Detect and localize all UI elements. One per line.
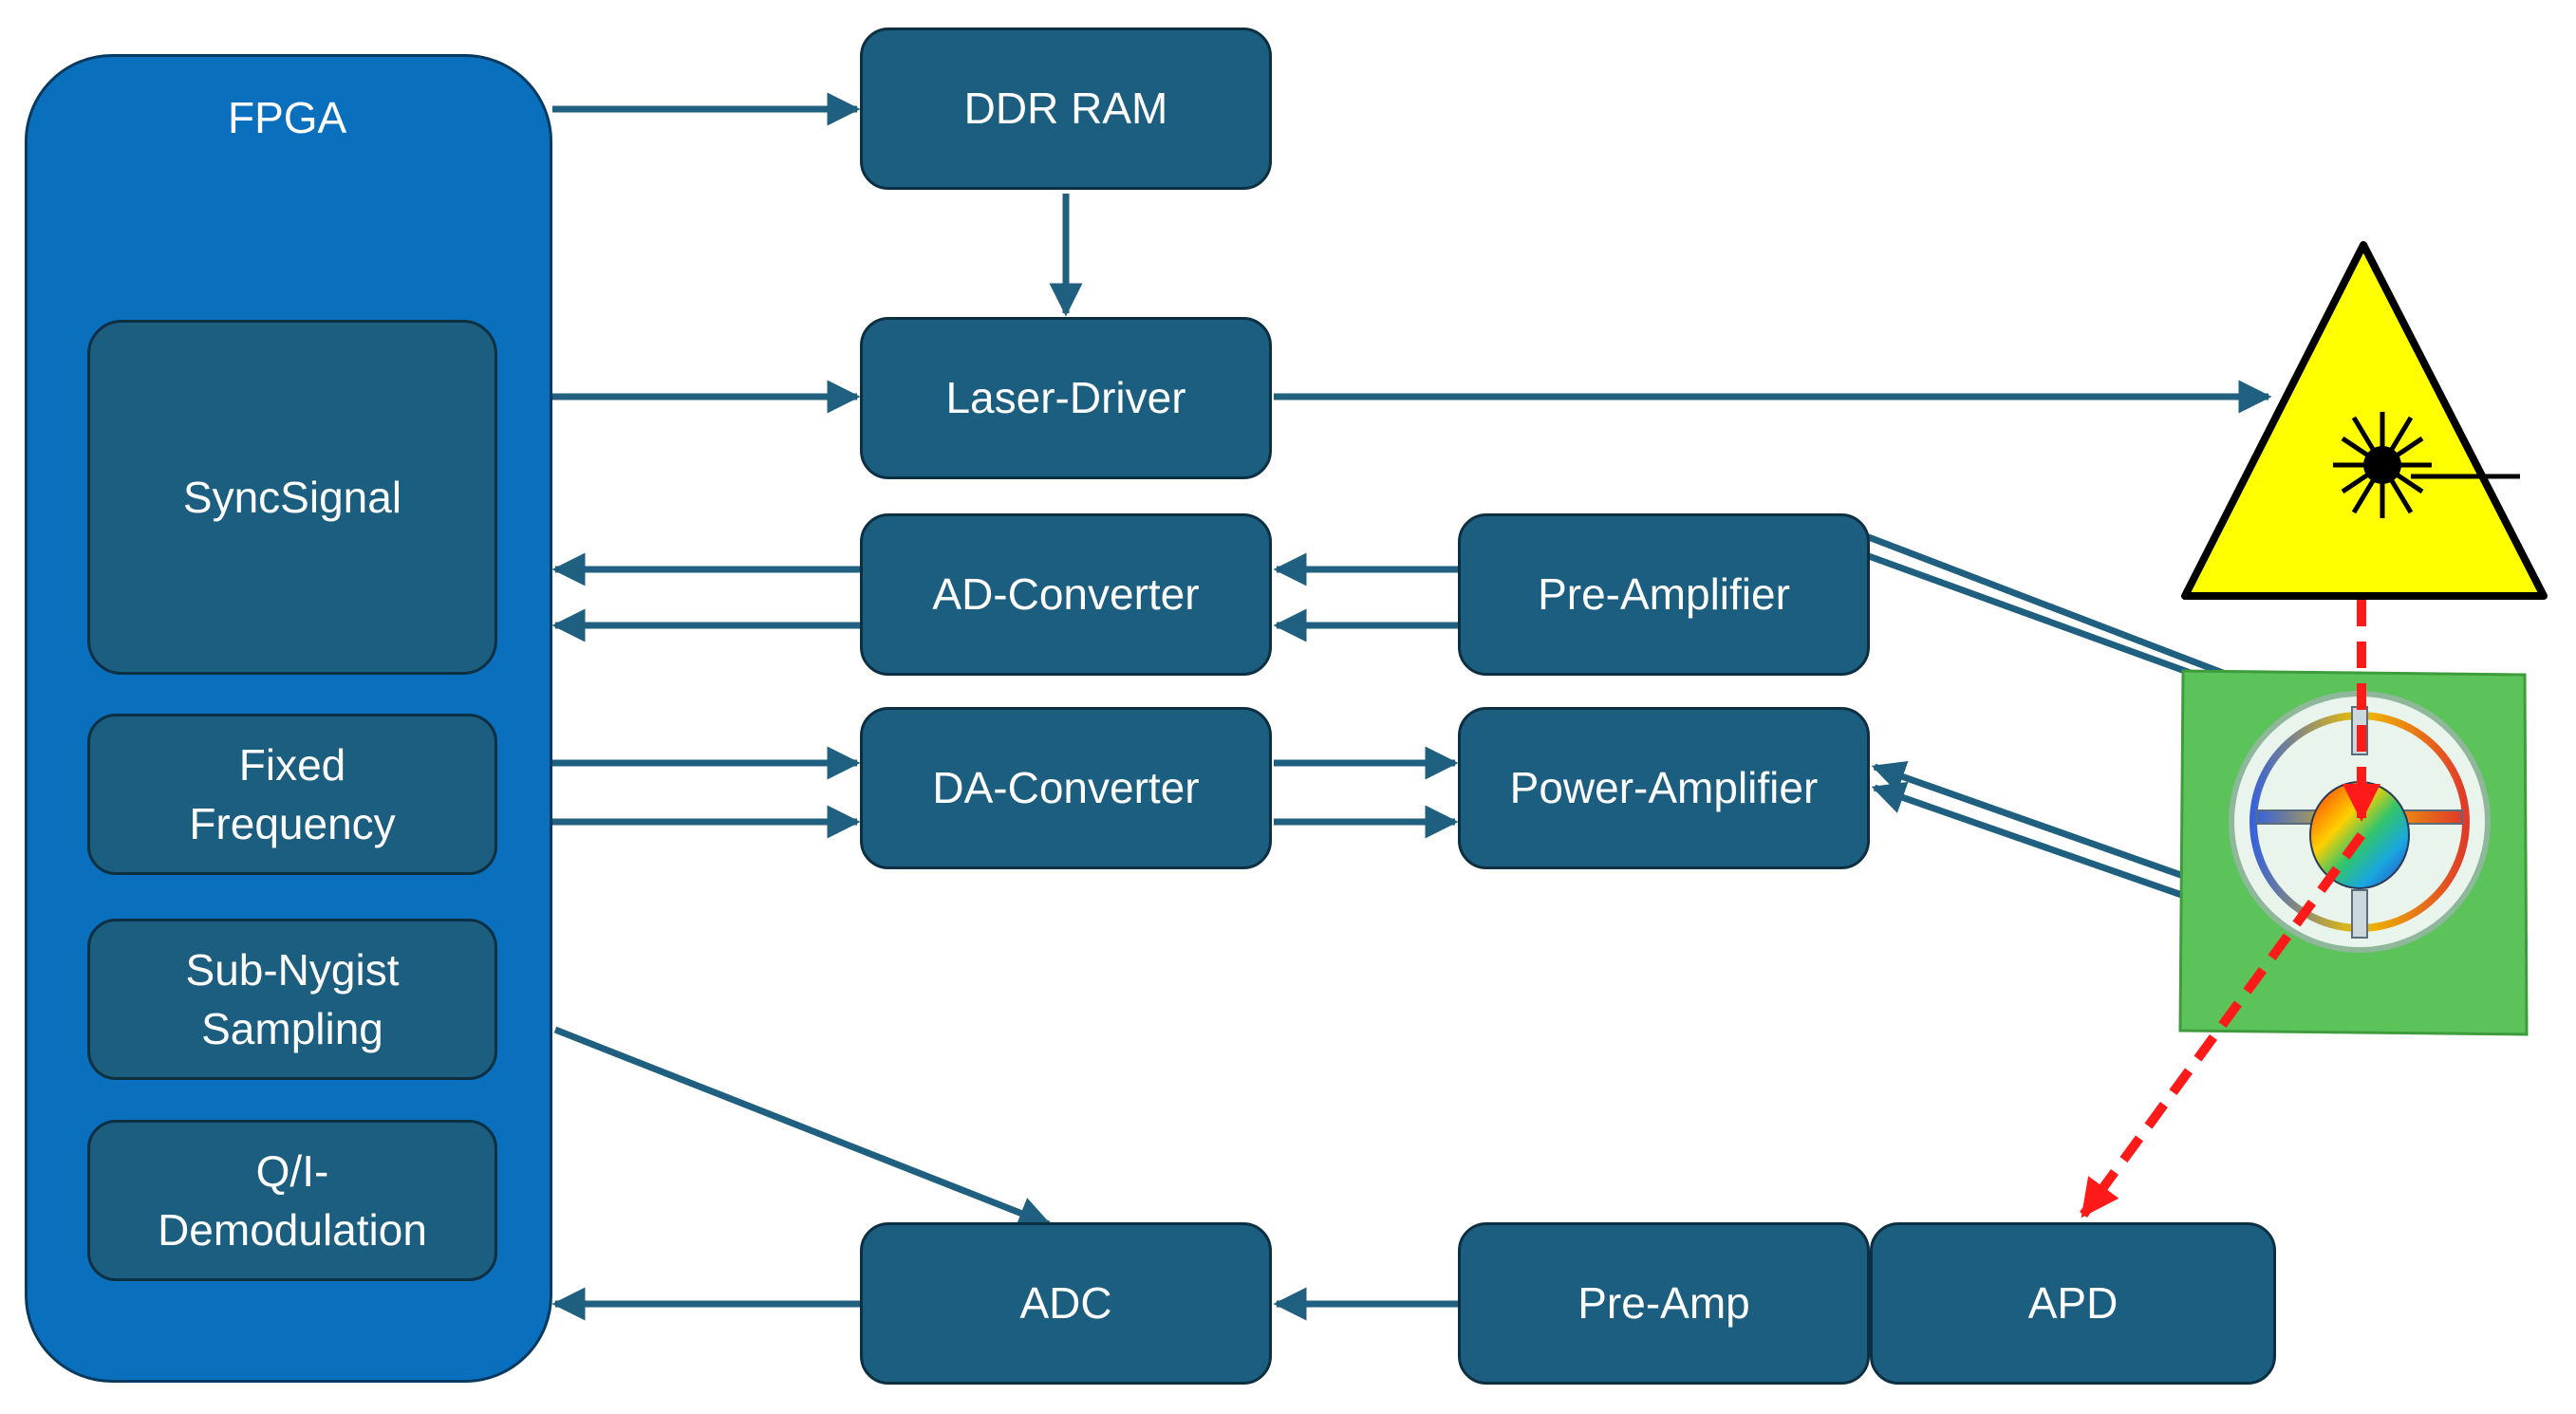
laser-warning-sign-icon: [2181, 241, 2548, 600]
ddr-ram-block: DDR RAM: [860, 28, 1272, 190]
adc-block: ADC: [860, 1222, 1272, 1385]
laser-driver-block: Laser-Driver: [860, 317, 1272, 479]
sync-signal-module: SyncSignal: [87, 320, 497, 675]
ad-converter-block: AD-Converter: [860, 513, 1272, 676]
power-amplifier-block: Power-Amplifier: [1458, 707, 1870, 869]
pre-amp-block: Pre-Amp: [1458, 1222, 1870, 1385]
apd-block: APD: [1870, 1222, 2276, 1385]
laser-beam-reflected: [2079, 832, 2366, 1219]
sub-nyquist-sampling-module: Sub-Nygist Sampling: [87, 919, 497, 1080]
fpga-title: FPGA: [228, 93, 347, 142]
arrow-subnyquist-to-adc: [553, 1026, 1053, 1229]
fixed-frequency-module: Fixed Frequency: [87, 714, 497, 875]
da-converter-block: DA-Converter: [860, 707, 1272, 869]
pre-amplifier-block: Pre-Amplifier: [1458, 513, 1870, 676]
qi-demodulation-module: Q/I- Demodulation: [87, 1120, 497, 1281]
